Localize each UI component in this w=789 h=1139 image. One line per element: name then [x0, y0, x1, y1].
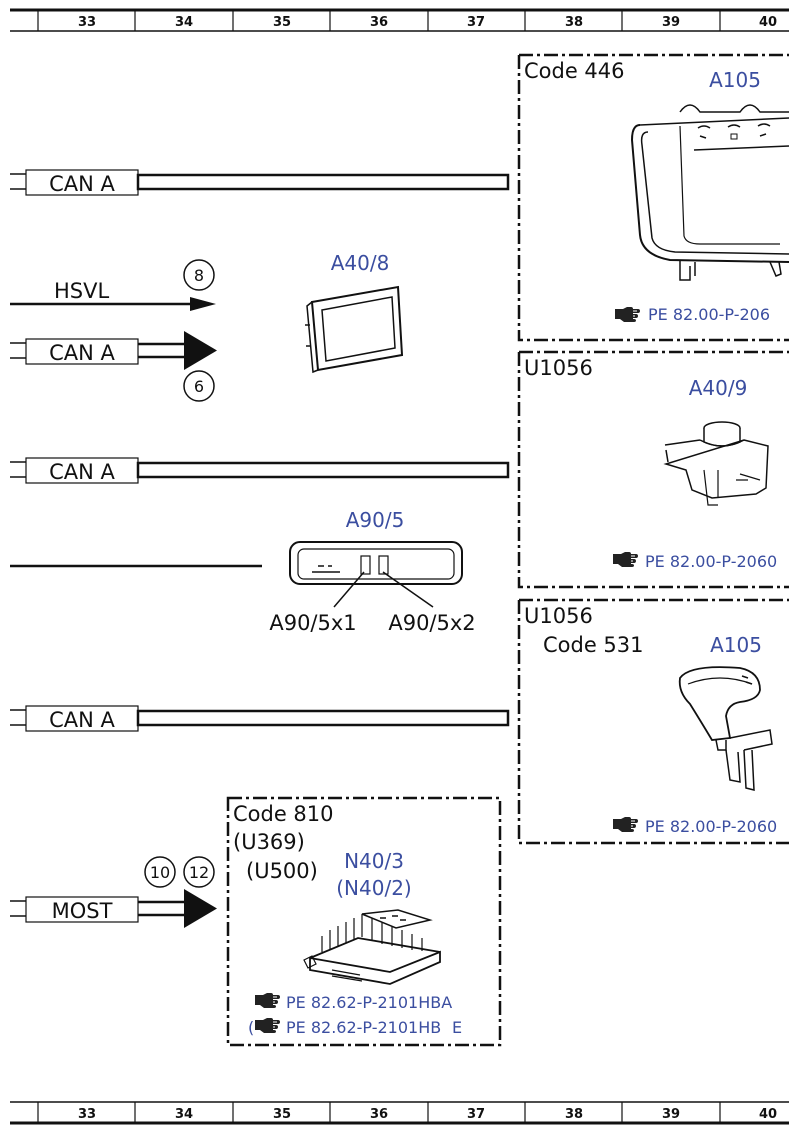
component-label: A105 [709, 68, 761, 92]
option-code: (U500) [246, 859, 318, 883]
option-code: Code 810 [233, 802, 334, 826]
connector-label: A90/5x2 [388, 611, 475, 635]
ruler-number: 35 [273, 15, 291, 30]
reference-link[interactable]: PE 82.62-P-2101HBA [286, 993, 452, 1012]
ruler-number: 35 [273, 1107, 291, 1122]
ruler-number: 36 [370, 15, 388, 30]
reference-number: 12 [189, 863, 209, 882]
module-icon [289, 541, 463, 585]
most-label-box [25, 896, 139, 923]
reference-number: 10 [150, 863, 170, 882]
most-bus: MOST 10 12 [10, 856, 217, 928]
ruler-number: 36 [370, 1107, 388, 1122]
ruler-number: 38 [565, 1107, 583, 1122]
can-a-label-box [25, 169, 139, 196]
ruler-number: 40 [759, 1107, 777, 1122]
can-a-bus-1: CAN A [10, 169, 510, 196]
reference-link[interactable]: PE 82.00-P-206 [648, 305, 770, 324]
can-a-bus-4: CAN A [10, 705, 510, 732]
reference-number: 6 [194, 377, 204, 396]
component-label: A105 [710, 633, 762, 657]
arrow-right-icon [190, 297, 216, 311]
hsvl-line: HSVL 8 [10, 259, 216, 311]
reference-circle [183, 856, 215, 888]
ruler-number: 33 [78, 15, 96, 30]
box-u1056-a40-9: U1056 A40/9 PE 82.00-P-2060 [517, 350, 789, 589]
bottom-ruler: 33 34 35 36 37 38 39 40 [10, 1101, 789, 1125]
option-code: U1056 [524, 604, 593, 628]
box-u1056-code-531: U1056 Code 531 A105 PE 82.00-P-2060 [517, 598, 789, 845]
ruler-number: 39 [662, 1107, 680, 1122]
option-code: U1056 [524, 356, 593, 380]
ruler-number: 40 [759, 15, 777, 30]
component-a90-5: A90/5 A90/5x1 A90/5x2 [10, 508, 476, 635]
reference-circle [183, 259, 215, 291]
component-label: A40/8 [331, 251, 390, 275]
ruler-number: 37 [467, 1107, 485, 1122]
component-label: (N40/2) [336, 876, 411, 900]
component-a40-8: A40/8 [305, 251, 404, 374]
control-knob-icon [663, 421, 769, 506]
can-a-label: CAN A [49, 708, 115, 732]
amplifier-unit-icon [303, 909, 441, 985]
reference-link[interactable]: PE 82.00-P-2060 [645, 552, 777, 571]
component-label: A90/5 [346, 508, 405, 532]
ruler-number: 37 [467, 15, 485, 30]
option-code: Code 531 [543, 633, 644, 657]
can-a-label: CAN A [49, 341, 115, 365]
box-code-446: Code 446 A105 PE 82.00-P-206 [517, 53, 789, 342]
display-icon [305, 285, 404, 374]
ruler-number: 39 [662, 15, 680, 30]
option-code: (U369) [233, 830, 305, 854]
top-ruler: 33 34 35 36 37 38 39 40 [10, 8, 789, 32]
can-a-label-box [25, 338, 139, 365]
reference-link[interactable]: PE 82.62-P-2101HB [286, 1018, 441, 1037]
reference-circle [183, 370, 215, 402]
reference-number: 8 [194, 266, 204, 285]
console-unit-icon [630, 104, 789, 281]
pointing-hand-icon [254, 1017, 280, 1033]
component-label: A40/9 [689, 376, 748, 400]
ruler-number: 34 [175, 15, 193, 30]
reference-circle [144, 856, 176, 888]
can-a-wire [136, 173, 510, 191]
selector-lever-icon [678, 666, 773, 791]
can-a-wire [136, 709, 510, 727]
can-a-label-box [25, 705, 139, 732]
can-a-bus-3: CAN A [10, 457, 510, 484]
pointing-hand-icon [614, 306, 640, 322]
box-code-810: Code 810 (U369) (U500) N40/3 (N40/2) PE … [226, 796, 502, 1047]
connector-label: A90/5x1 [269, 611, 356, 635]
component-label: N40/3 [344, 849, 404, 873]
can-a-bus-2: CAN A 6 [10, 331, 217, 402]
most-label: MOST [52, 899, 113, 923]
can-a-label-box [25, 457, 139, 484]
ruler-number: 34 [175, 1107, 193, 1122]
reference-link[interactable]: PE 82.00-P-2060 [645, 817, 777, 836]
ruler-number: 33 [78, 1107, 96, 1122]
reference-suffix: E [452, 1018, 462, 1037]
ruler-number: 38 [565, 15, 583, 30]
pointing-hand-icon [612, 551, 638, 567]
pointing-hand-icon [254, 992, 280, 1008]
hsvl-label: HSVL [54, 279, 109, 303]
reference-bracket: ( [248, 1018, 254, 1037]
can-a-label: CAN A [49, 172, 115, 196]
pointing-hand-icon [612, 816, 638, 832]
can-a-label: CAN A [49, 460, 115, 484]
arrow-right-icon [184, 889, 217, 928]
can-a-wire [136, 461, 510, 479]
option-code: Code 446 [524, 59, 625, 83]
arrow-right-icon [184, 331, 217, 370]
